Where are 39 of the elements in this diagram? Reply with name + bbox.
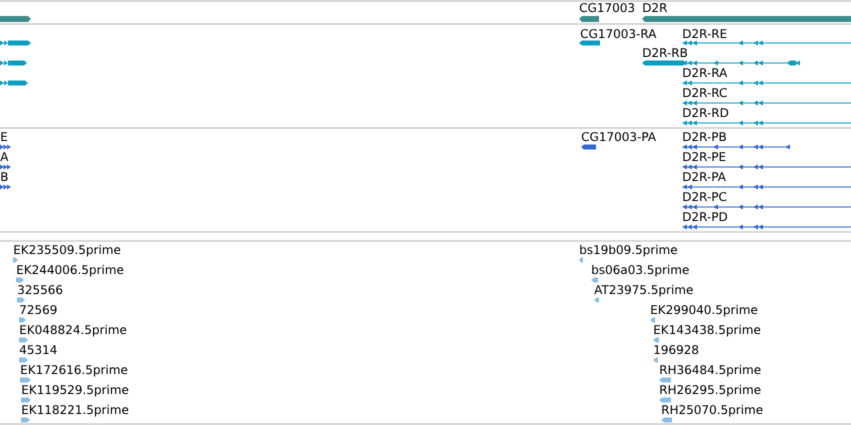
- feature-label: D2R-RB: [643, 48, 687, 57]
- gene-bar: [0, 16, 31, 22]
- feature-label: EK143438.5prime: [654, 324, 760, 336]
- feature-label: D2R-RA: [683, 68, 728, 77]
- feature-label: 72569: [20, 305, 57, 314]
- feature-label: D2R-PE: [683, 152, 726, 161]
- transcript-model: [0, 40, 31, 46]
- feature-label: A: [0, 152, 8, 161]
- feature-label: RH26295.5prime: [660, 384, 760, 396]
- feature-label: D2R: [643, 3, 668, 12]
- feature-label: D2R-PC: [683, 192, 726, 202]
- feature-label: bs19b09.5prime: [580, 244, 677, 256]
- feature-label: CG17003-PA: [582, 132, 656, 142]
- feature-label: CG17003: [580, 3, 634, 12]
- feature-label: B: [1, 172, 8, 181]
- feature-label: D2R-PB: [683, 132, 726, 141]
- feature-label: E: [1, 132, 8, 141]
- feature-label: EK299040.5prime: [651, 304, 758, 316]
- feature-label: D2R-PD: [683, 212, 728, 221]
- feature-label: EK172616.5prime: [21, 364, 128, 376]
- feature-label: bs06a03.5prime: [592, 264, 689, 276]
- feature-label: EK118221.5prime: [22, 404, 128, 416]
- feature-label: 196928: [654, 345, 698, 354]
- feature-label: 325566: [18, 285, 62, 294]
- feature-label: EK119529.5prime: [22, 384, 128, 396]
- feature-label: EK235509.5prime: [14, 244, 120, 256]
- feature-label: D2R-PA: [683, 172, 726, 181]
- feature-label: EK048824.5prime: [20, 324, 126, 336]
- feature-label: D2R-RC: [683, 88, 727, 98]
- transcript-model: [0, 80, 28, 86]
- feature-label: D2R-RE: [683, 29, 726, 38]
- feature-label: RH36484.5prime: [660, 364, 760, 376]
- feature-label: CG17003-RA: [580, 29, 656, 38]
- feature-label: AT23975.5prime: [594, 284, 693, 296]
- feature-label: D2R-RD: [683, 108, 728, 117]
- feature-label: 45314: [20, 345, 57, 354]
- feature-label: RH25070.5prime: [662, 404, 762, 416]
- transcript-model: [0, 60, 27, 66]
- feature-label: EK244006.5prime: [17, 264, 124, 276]
